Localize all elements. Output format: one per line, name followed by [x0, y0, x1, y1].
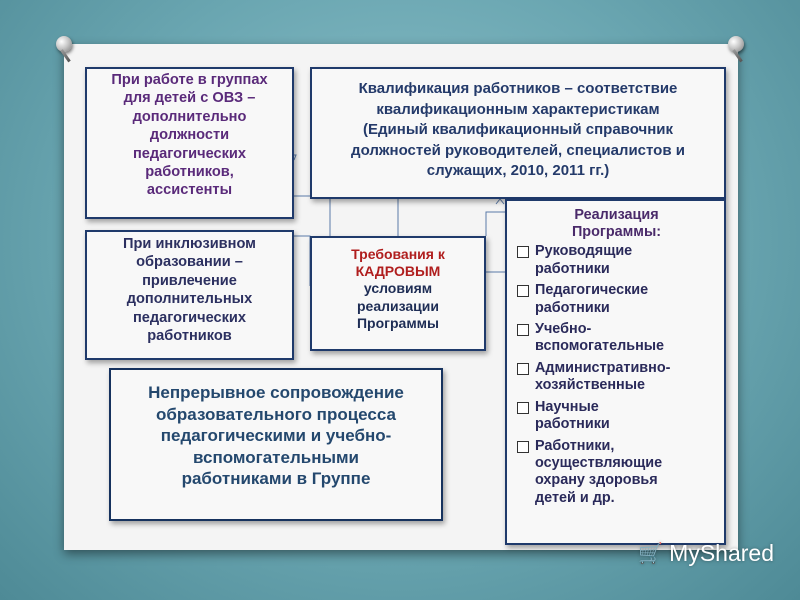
watermark: 🛒 MyShared: [638, 540, 774, 567]
box-inclusive-education: При инклюзивном образовании – привлечени…: [85, 230, 294, 360]
item-4-line-1: Административно-: [535, 360, 671, 377]
implementation-title-2: Программы:: [571, 224, 662, 241]
item-5-line-2: работники: [535, 416, 610, 433]
inclusive-line-5: педагогических: [132, 309, 247, 326]
qualification-line-1: Квалификация работников – соответствие: [358, 80, 678, 97]
item-5-line-1: Научные: [535, 399, 599, 416]
continuous-line-3: педагогическими и учебно-: [160, 426, 392, 445]
box-continuous-support: Непрерывное сопровождение образовательно…: [109, 368, 443, 521]
requirements-line-1: Требования к: [351, 246, 445, 262]
requirements-line-3: условиям: [363, 280, 433, 297]
qualification-line-3: (Единый квалификационный справочник: [363, 121, 673, 138]
item-3-line-2: вспомогательные: [535, 338, 665, 355]
implementation-title-1: Реализация: [574, 207, 659, 223]
box-qualification: Квалификация работников – соответствие к…: [310, 67, 726, 199]
pushpin-top-left: [56, 36, 72, 52]
cart-icon: 🛒: [638, 543, 664, 565]
continuous-line-1: Непрерывное сопровождение: [148, 383, 404, 402]
ovz-line-3: дополнительно: [132, 108, 247, 125]
item-6-line-4: детей и др.: [535, 489, 615, 506]
qualification-line-4: должностей руководителей, специалистов и: [351, 141, 685, 159]
inclusive-line-3: привлечение: [142, 272, 237, 289]
ovz-line-6: работников,: [145, 164, 234, 181]
box-staff-requirements: Требования к КАДРОВЫМ условиям реализаци…: [310, 236, 486, 351]
inclusive-line-2: образовании –: [136, 254, 243, 271]
list-item: Административно- хозяйственные: [513, 360, 720, 394]
checkbox-icon: [517, 246, 529, 259]
ovz-line-7: ассистенты: [146, 182, 233, 199]
list-item: Учебно- вспомогательные: [513, 321, 720, 355]
checkbox-icon: [517, 440, 529, 453]
item-6-line-3: охрану здоровья: [535, 472, 658, 489]
item-6-line-1: Работники,: [535, 437, 615, 454]
box-program-implementation: Реализация Программы: Руководящие работн…: [505, 199, 726, 545]
inclusive-line-6: работников: [147, 328, 232, 345]
watermark-text: MyShared: [669, 540, 774, 566]
qualification-line-2: квалификационным характеристикам: [376, 100, 660, 118]
requirements-line-5: Программы: [356, 314, 439, 331]
ovz-line-2: для детей с ОВЗ –: [123, 90, 256, 107]
checkbox-icon: [517, 285, 529, 298]
item-4-line-2: хозяйственные: [535, 377, 646, 394]
checkbox-icon: [517, 324, 529, 337]
continuous-line-4: вспомогательными: [192, 447, 360, 467]
continuous-line-2: образовательного процесса: [156, 404, 396, 424]
requirements-line-2: КАДРОВЫМ: [355, 263, 441, 280]
pushpin-top-right: [728, 36, 744, 52]
continuous-line-5: работниками в Группе: [181, 469, 371, 488]
qualification-line-5: служащих, 2010, 2011 гг.): [426, 162, 610, 179]
checkbox-icon: [517, 402, 529, 415]
item-2-line-1: Педагогические: [535, 282, 649, 299]
item-1-line-2: работники: [535, 260, 610, 277]
item-2-line-2: работники: [535, 299, 610, 316]
inclusive-line-1: При инклюзивном: [123, 236, 256, 252]
ovz-line-1: При работе в группах: [111, 72, 268, 88]
ovz-line-4: должности: [149, 127, 230, 144]
ovz-line-5: педагогических: [132, 145, 247, 162]
checkbox-icon: [517, 363, 529, 376]
box-ovz-groups: При работе в группах для детей с ОВЗ – д…: [85, 67, 294, 219]
item-6-line-2: осуществляющие: [535, 455, 663, 472]
list-item: Руководящие работники: [513, 243, 720, 277]
implementation-list: Руководящие работники Педагогические раб…: [513, 243, 720, 506]
item-3-line-1: Учебно-: [535, 321, 592, 338]
list-item: Педагогические работники: [513, 282, 720, 316]
item-1-line-1: Руководящие: [535, 243, 633, 260]
list-item: Работники, осуществляющие охрану здоровь…: [513, 438, 720, 507]
requirements-line-4: реализации: [356, 297, 439, 314]
list-item: Научные работники: [513, 399, 720, 433]
inclusive-line-4: дополнительных: [126, 291, 253, 308]
